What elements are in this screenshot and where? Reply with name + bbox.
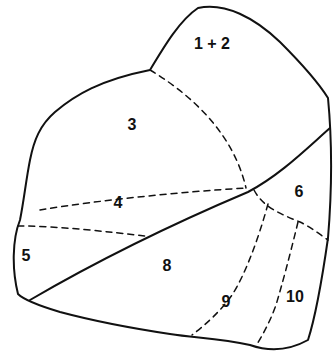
lobe-outline xyxy=(14,7,331,349)
segment-number: 3 xyxy=(128,117,137,133)
segment-boundary xyxy=(192,204,268,335)
fissure-line xyxy=(30,128,330,300)
segment-number: 4 xyxy=(114,195,123,211)
segment-number: 9 xyxy=(222,294,231,310)
segment-number: 1 + 2 xyxy=(194,36,230,52)
segment-number: 8 xyxy=(163,258,172,274)
segment-boundary xyxy=(256,222,298,346)
segment-boundary xyxy=(40,188,246,210)
segment-number: 6 xyxy=(295,184,304,200)
segment-number: 10 xyxy=(286,289,304,305)
segment-number: 5 xyxy=(22,248,31,264)
segment-boundary xyxy=(150,70,246,188)
segment-boundary xyxy=(18,226,145,236)
